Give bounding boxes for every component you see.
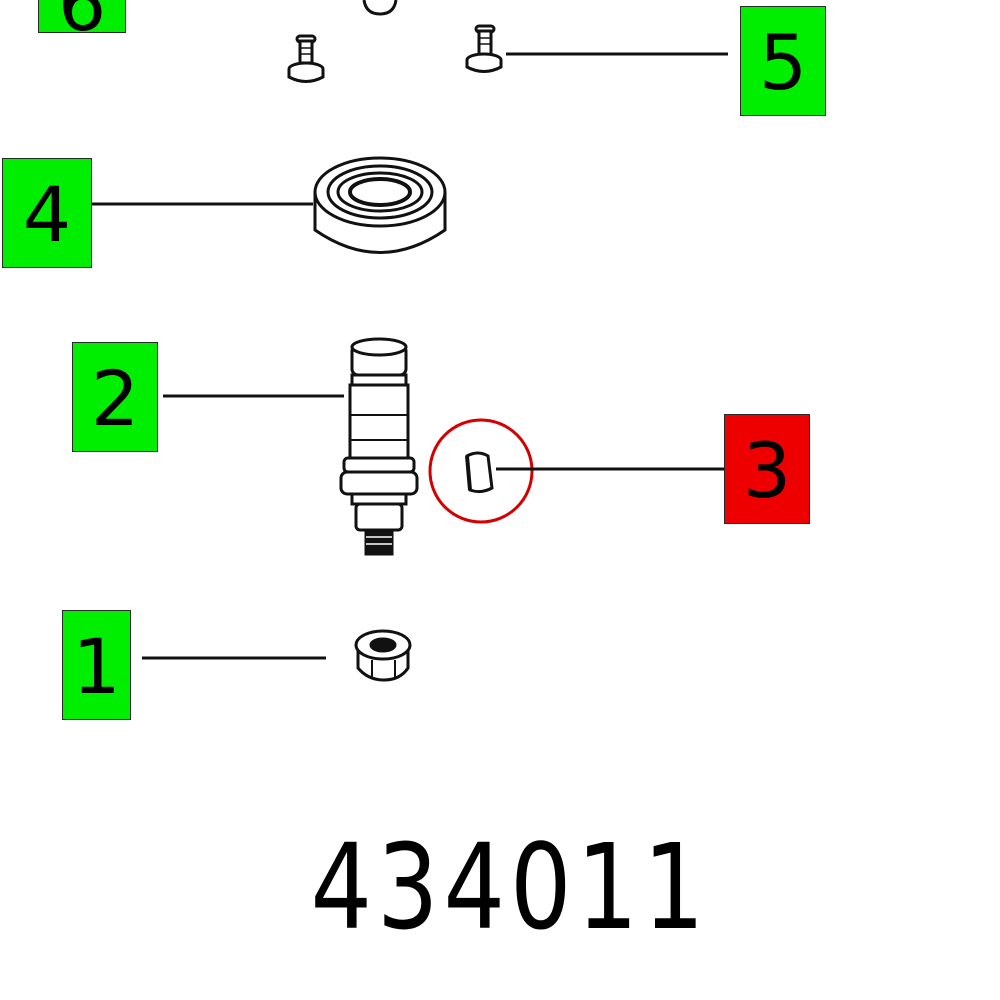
part-top-partial bbox=[362, 0, 398, 16]
part-number: 434011 bbox=[310, 818, 710, 956]
callout-6[interactable]: 6 bbox=[38, 0, 126, 41]
callout-5-label: 5 bbox=[758, 18, 808, 107]
part-nut bbox=[354, 629, 412, 682]
callout-3-label: 3 bbox=[742, 426, 792, 515]
callout-1[interactable]: 1 bbox=[62, 610, 131, 720]
callout-6-label: 6 bbox=[57, 0, 107, 48]
callout-2-label: 2 bbox=[90, 354, 140, 443]
selected-part-highlight-ring bbox=[428, 418, 534, 524]
part-shaft bbox=[339, 337, 419, 556]
callout-4-label: 4 bbox=[22, 170, 72, 259]
callout-2[interactable]: 2 bbox=[72, 342, 158, 452]
callout-3-selected[interactable]: 3 bbox=[724, 414, 810, 524]
part-key bbox=[465, 451, 494, 494]
part-screw-left bbox=[287, 34, 325, 83]
callout-1-label: 1 bbox=[72, 622, 121, 711]
callout-5[interactable]: 5 bbox=[740, 6, 826, 116]
part-screw-right bbox=[465, 24, 503, 73]
callout-4[interactable]: 4 bbox=[2, 158, 92, 268]
leader-lines bbox=[92, 52, 728, 660]
part-ball-bearing bbox=[313, 156, 447, 254]
